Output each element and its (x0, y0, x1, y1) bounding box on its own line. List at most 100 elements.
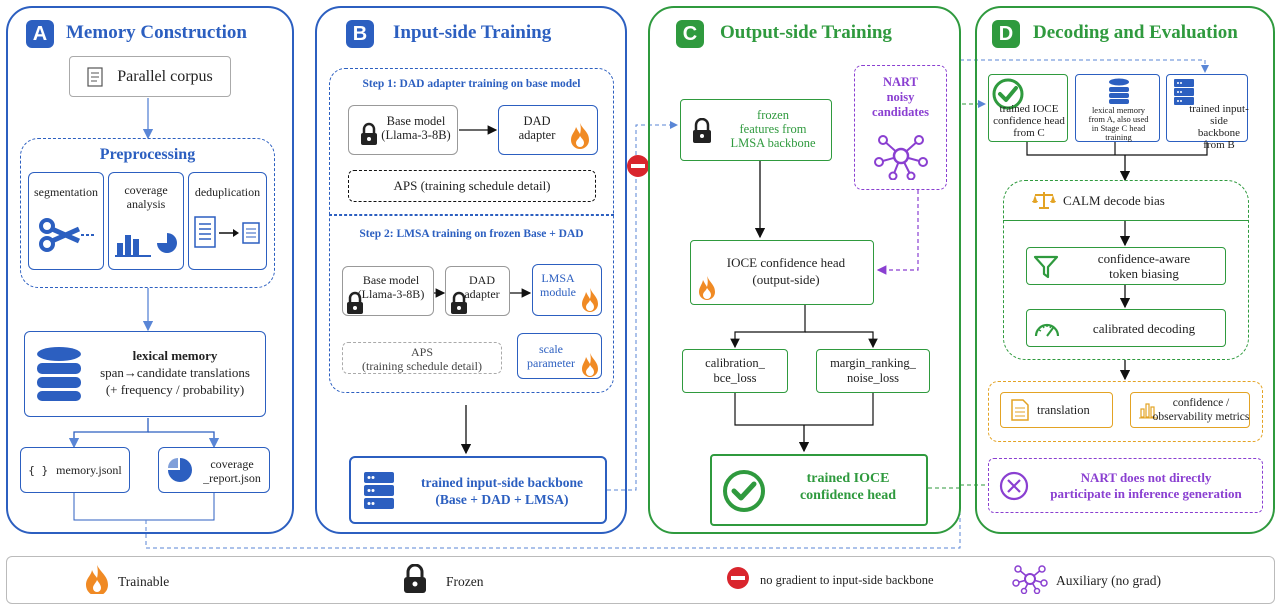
lock-icon (347, 291, 363, 314)
calm-decode-bias-group (1003, 180, 1249, 360)
database-icon (1109, 78, 1129, 104)
dad-1-line2: adapter (518, 128, 556, 142)
no-gradient-icon (727, 567, 749, 589)
lexical-memory-box: lexical memory span→candidate translatio… (24, 331, 266, 417)
panel-decoding-evaluation (975, 6, 1275, 534)
lexical-memory-title: lexical memory (132, 348, 218, 363)
ioce-line1: IOCE confidence head (726, 255, 846, 270)
aps-schedule-box-2: APS(training schedule detail) (342, 342, 502, 374)
panel-c-title: Output-side Training (720, 22, 892, 43)
server-icon (364, 472, 394, 509)
ioce-confidence-head-box: IOCE confidence head (output-side) (690, 240, 874, 305)
base-model-2-line2: (Llama-3-8B) (357, 287, 425, 301)
network-icon (1012, 565, 1048, 594)
lexical-memory-frequency: (+ frequency / probability) (105, 382, 245, 397)
checkmark-circle-icon (723, 470, 765, 512)
metrics-line2: observability metrics (1152, 411, 1250, 423)
balance-scale-icon (1032, 192, 1056, 209)
panel-d-badge: D (992, 20, 1020, 48)
panel-b-badge: B (346, 20, 374, 48)
in2-line1: lexical memory (1091, 105, 1146, 115)
in2-line3: in Stage C head (1091, 123, 1146, 133)
parallel-corpus-label: Parallel corpus (117, 67, 213, 85)
legend-trainable: Trainable (118, 574, 170, 589)
no-gradient-icon (627, 155, 649, 177)
deduplication-label: deduplication (194, 185, 261, 199)
step1-title: Step 1: DAD adapter training on base mod… (362, 78, 581, 90)
nart-line1: NART (883, 75, 918, 89)
margin-line2: noise_loss (846, 371, 900, 385)
panel-b-title: Input-side Training (393, 22, 552, 43)
lock-icon (361, 122, 377, 145)
dad-2-line1: DAD (469, 273, 495, 287)
ioce-line2: (output-side) (752, 272, 820, 287)
base-model-box-2: Base model(Llama-3-8B) (342, 266, 434, 316)
metrics-line1: confidence / (1172, 397, 1230, 409)
in1-line3: from C (1013, 127, 1045, 139)
server-icon (1174, 79, 1194, 105)
nart-note-line2: participate in inference generation (1050, 486, 1242, 501)
legend-no-gradient: no gradient to input-side backbone (760, 573, 934, 587)
in2-line4: training (1105, 132, 1132, 142)
flame-icon (582, 353, 598, 377)
nart-note-line1: NART does not directly (1080, 470, 1212, 485)
trained-ioce-line1: trained IOCE (806, 471, 890, 486)
panel-a-badge: A (26, 20, 54, 48)
database-icon (37, 347, 81, 401)
panel-memory-construction (6, 6, 294, 534)
bar-chart-icon (1139, 403, 1158, 419)
panel-d-title: Decoding and Evaluation (1033, 22, 1238, 43)
nart-line3: candidates (872, 105, 929, 119)
trained-backbone-line1: trained input-side backbone (420, 475, 584, 490)
checkmark-circle-icon (992, 78, 1024, 110)
lexical-memory-span: span→candidate translations (100, 365, 250, 380)
aps-2-line1: APS (410, 345, 433, 359)
panel-output-side-training (648, 6, 961, 534)
base-model-box-1: Base model(Llama-3-8B) (348, 105, 458, 155)
panel-input-side-training (315, 6, 627, 534)
calibrated-decoding-label: calibrated decoding (1092, 321, 1196, 336)
trained-backbone-line2: (Base + DAD + LMSA) (435, 492, 569, 507)
pie-chart-icon (168, 458, 192, 482)
flame-icon (699, 276, 715, 300)
step1-group (329, 68, 614, 215)
base-model-2-line1: Base model (362, 273, 420, 287)
outputs-group (988, 381, 1263, 442)
panel-a-title: Memory Construction (66, 22, 247, 43)
cross-circle-icon (999, 471, 1029, 501)
network-icon (874, 135, 928, 180)
scissors-icon (39, 218, 95, 252)
dedup-documents-icon (194, 216, 260, 248)
lmsa-line1: LMSA (541, 271, 575, 285)
segmentation-label: segmentation (34, 185, 98, 199)
frozen-line3: LMSA backbone (730, 136, 816, 150)
braces-icon: { } (28, 463, 49, 477)
in1-line1: trained IOCE (999, 103, 1059, 115)
calibrated-decoding-box: calibrated decoding (1026, 309, 1226, 347)
coverage-report-line1: coverage (210, 457, 254, 471)
memory-jsonl-label: memory.jsonl (56, 462, 122, 477)
panel-c-badge: C (676, 20, 704, 48)
frozen-line1: frozen (757, 108, 789, 122)
preprocessing-title: Preprocessing (99, 146, 196, 163)
deduplication-box: deduplication (188, 172, 267, 270)
scale-line1: scale (539, 342, 563, 356)
bce-line2: bce_loss (713, 371, 757, 385)
scale-line2: parameter (527, 356, 575, 370)
dad-1-line1: DAD (523, 114, 551, 128)
base-model-1-line2: (Llama-3-8B) (381, 128, 451, 142)
confidence-metrics-output-box: confidence / observability metrics (1130, 392, 1250, 428)
coverage-line1: coverage (124, 183, 168, 197)
calm-divider (1003, 220, 1249, 221)
legend (6, 556, 1275, 604)
document-icon (87, 66, 103, 87)
bias-line2: token biasing (1109, 266, 1179, 281)
base-model-1-line1: Base model (386, 114, 446, 128)
